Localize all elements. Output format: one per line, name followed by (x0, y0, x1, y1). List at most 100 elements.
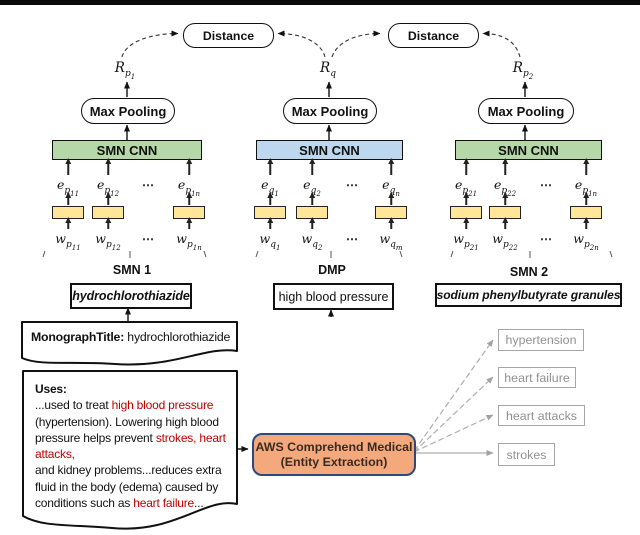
arrow-up-icon (188, 218, 190, 229)
term-text: sodium phenylbutyrate granules (436, 288, 621, 302)
aws-box-title: AWS Comprehend Medical (255, 439, 413, 454)
maxpool-node-2: Max Pooling (283, 98, 377, 124)
word-label: wqm (379, 231, 403, 252)
arrow-up-icon (269, 193, 271, 205)
term-box-smn1: hydrochlorothiazide (70, 283, 192, 309)
highlighted-entity-text: heart (199, 430, 226, 445)
arrow-up-icon (107, 159, 109, 175)
representation-label-rq: Rq (320, 60, 336, 79)
maxpool-label: Max Pooling (89, 103, 167, 119)
monograph-field-label: MonographTitle: (31, 330, 125, 344)
ellipsis: ⋯ (540, 232, 552, 246)
arrow-up-icon (585, 193, 587, 205)
cnn-label: SMN CNN (498, 142, 559, 158)
monograph-title-text: MonographTitle: hydrochlorothiazide (31, 330, 231, 344)
maxpool-node-3: Max Pooling (478, 98, 574, 124)
ellipsis: ⋯ (142, 232, 154, 246)
cnn-label: SMN CNN (96, 142, 158, 158)
term-text: hydrochlorothiazide (72, 289, 190, 303)
arrow-up-icon (504, 159, 506, 175)
uses-text-segment: pressure helps prevent (35, 430, 156, 445)
arrow-up-icon (67, 159, 69, 175)
cnn-box-dmp: SMN CNN (256, 140, 403, 160)
arrow-up-icon (465, 218, 467, 229)
distance-node-2: Distance (388, 23, 479, 48)
arrow-up-icon (585, 218, 587, 229)
ellipsis: ⋯ (142, 178, 154, 192)
group-brace-ticks (42, 250, 613, 258)
arrow-up-icon (188, 193, 190, 205)
uses-text-line: and kidney problems...reduces extra (35, 462, 235, 478)
word-label: wq2 (301, 231, 323, 252)
word-label: wp11 (55, 231, 81, 252)
uses-text-line: fluid in the body (edema) caused by (35, 479, 235, 495)
monograph-document-shape (21, 321, 238, 366)
uses-text-line: pressure helps prevent strokes, heart (35, 430, 235, 446)
arrow-up-icon (390, 159, 392, 175)
uses-text-line: Uses: (35, 381, 235, 397)
embedding-label: eq1 (261, 177, 279, 198)
arrow-up-icon (504, 218, 506, 229)
distance-label: Distance (202, 28, 255, 43)
arrow-up-icon (188, 159, 190, 175)
uses-text-line: conditions such as heart failure... (35, 495, 235, 511)
word-label: wp22 (492, 231, 518, 252)
uses-text-line: ...used to treat high blood pressure (35, 397, 235, 413)
embedding-label: ep12 (96, 177, 120, 198)
ellipsis: ⋯ (346, 178, 358, 192)
group-label-smn2: SMN 2 (509, 265, 549, 279)
entity-box-strokes: strokes (498, 443, 555, 466)
uses-text-segment: conditions such as (35, 496, 134, 511)
arrow-up-icon (67, 193, 69, 205)
embedding-label: ep1n (574, 177, 598, 198)
term-text: high blood pressure (278, 289, 389, 304)
top-rule (0, 0, 640, 5)
cnn-label: SMN CNN (299, 142, 360, 158)
uses-text-segment: ... (194, 496, 204, 511)
entity-text: heart failure (504, 370, 570, 385)
arrow-up-icon (390, 193, 392, 205)
maxpool-label: Max Pooling (291, 103, 369, 119)
arrow-up-icon (311, 193, 313, 205)
representation-label-rp2: Rp2 (512, 60, 534, 81)
uses-text-segment: fluid in the body (edema) caused by (35, 479, 219, 494)
arrow-up-icon (465, 193, 467, 205)
arrow-up-icon (107, 193, 109, 205)
arrow-up-icon (269, 218, 271, 229)
term-box-dmp: high blood pressure (273, 283, 394, 310)
uses-text-segment: (hypertension). Lowering high blood (35, 414, 219, 429)
embedding-label: ep11 (56, 177, 80, 198)
group-label-smn1: SMN 1 (112, 263, 152, 277)
word-label: wp12 (95, 231, 121, 252)
entity-box-hypertension: hypertension (498, 329, 584, 351)
embedding-label: ep21 (454, 177, 478, 198)
uses-text-line: attacks, (35, 446, 235, 462)
entity-box-heart-failure: heart failure (498, 367, 576, 388)
term-box-smn2: sodium phenylbutyrate granules (435, 283, 622, 307)
arrow-up-icon (311, 218, 313, 229)
uses-text-segment: ...used to treat (35, 398, 112, 413)
word-label: wq1 (259, 231, 281, 252)
uses-document-shape (22, 370, 238, 530)
word-label: wp2n (573, 231, 599, 252)
arrow-up-icon (585, 159, 587, 175)
monograph-field-value: hydrochlorothiazide (124, 330, 231, 344)
ellipsis: ⋯ (346, 232, 358, 246)
maxpool-label: Max Pooling (487, 103, 565, 119)
embedding-label: eqn (382, 177, 400, 198)
embedding-label: ep1n (177, 177, 201, 198)
arrow-up-icon (67, 218, 69, 229)
arrow-up-icon (390, 218, 392, 229)
distance-dashed-arrows (121, 30, 521, 58)
main-arrows (124, 81, 528, 452)
highlighted-entity-text: attacks, (35, 447, 75, 462)
ellipsis: ⋯ (540, 178, 552, 192)
entity-extraction-links (413, 339, 494, 456)
cnn-box-smn1: SMN CNN (52, 140, 202, 160)
aws-comprehend-box: AWS Comprehend Medical (Entity Extractio… (252, 433, 416, 476)
arrow-up-icon (311, 159, 313, 175)
uses-text-block: Uses:...used to treat high blood pressur… (35, 381, 235, 511)
entity-text: strokes (506, 447, 547, 462)
